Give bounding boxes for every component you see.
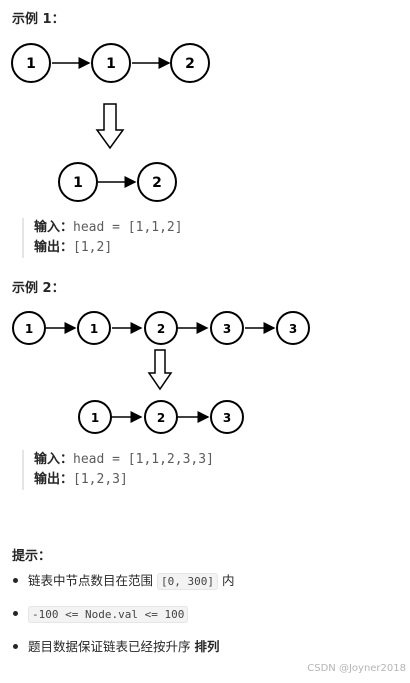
ex2-before-node-1: 1	[12, 311, 46, 345]
ex1-after-node-2: 2	[137, 162, 177, 202]
input-value: head = [1,1,2]	[73, 220, 183, 235]
ex2-after-list: 1 2 3	[78, 400, 244, 434]
output-label: 输出：	[34, 472, 74, 487]
watermark: CSDN @Joyner2018	[307, 663, 406, 674]
example-1-output-line: 输出：[1,2]	[34, 238, 183, 258]
ex1-after-node-1: 1	[58, 162, 98, 202]
list-item: -100 <= Node.val <= 100	[12, 603, 402, 636]
tip-1-code: [0, 300]	[157, 573, 218, 590]
example-1-io-block: 输入：head = [1,1,2] 输出：[1,2]	[22, 218, 183, 258]
tips-heading: 提示：	[12, 549, 52, 564]
ex2-before-node-5: 3	[276, 311, 310, 345]
tip-3-strong: 排列	[194, 639, 220, 654]
input-label: 输入：	[34, 220, 74, 235]
output-value: [1,2,3]	[73, 472, 128, 487]
example-2-io-block: 输入：head = [1,1,2,3,3] 输出：[1,2,3]	[22, 450, 214, 490]
example-1-input-line: 输入：head = [1,1,2]	[34, 218, 183, 238]
ex2-before-node-3: 2	[144, 311, 178, 345]
output-label: 输出：	[34, 240, 74, 255]
tips-list: 链表中节点数目在范围 [0, 300] 内 -100 <= Node.val <…	[12, 570, 402, 669]
svg-text:3: 3	[223, 411, 231, 425]
ex2-before-node-4: 3	[210, 311, 244, 345]
ex1-before-node-2: 1	[91, 43, 131, 83]
ex1-before-node-1: 1	[11, 43, 51, 83]
svg-text:2: 2	[157, 322, 165, 336]
example-2-input-line: 输入：head = [1,1,2,3,3]	[34, 450, 214, 470]
tip-2-code: -100 <= Node.val <= 100	[28, 606, 189, 623]
input-label: 输入：	[34, 452, 74, 467]
svg-text:1: 1	[91, 411, 99, 425]
ex2-after-node-2: 2	[144, 400, 178, 434]
ex2-down-arrow	[147, 349, 173, 391]
svg-text:1: 1	[90, 322, 98, 336]
list-item: 链表中节点数目在范围 [0, 300] 内	[12, 570, 402, 603]
svg-text:2: 2	[157, 411, 165, 425]
tip-3-text: 题目数据保证链表已经按升序	[28, 639, 191, 654]
svg-text:1: 1	[26, 56, 36, 72]
example-2-heading: 示例 2：	[12, 281, 65, 296]
tip-1-suffix: 内	[221, 573, 235, 588]
svg-text:2: 2	[185, 56, 195, 72]
ex2-before-node-2: 1	[77, 311, 111, 345]
list-item: 题目数据保证链表已经按升序 排列	[12, 636, 402, 669]
ex1-down-arrow	[95, 103, 125, 150]
svg-text:2: 2	[152, 175, 162, 191]
tip-1-text: 链表中节点数目在范围	[28, 573, 154, 588]
ex2-before-list: 1 1 2 3 3	[12, 311, 310, 345]
example-1-heading: 示例 1：	[12, 12, 65, 27]
ex1-after-list: 1 2	[58, 162, 177, 202]
ex1-before-list: 1 1 2	[11, 43, 210, 83]
input-value: head = [1,1,2,3,3]	[73, 452, 214, 467]
svg-text:3: 3	[289, 322, 297, 336]
ex2-after-node-1: 1	[78, 400, 112, 434]
output-value: [1,2]	[73, 240, 113, 255]
ex2-after-node-3: 3	[210, 400, 244, 434]
example-2-output-line: 输出：[1,2,3]	[34, 470, 214, 490]
svg-text:3: 3	[223, 322, 231, 336]
ex1-before-node-3: 2	[170, 43, 210, 83]
svg-text:1: 1	[73, 175, 83, 191]
svg-text:1: 1	[106, 56, 116, 72]
svg-text:1: 1	[25, 322, 33, 336]
